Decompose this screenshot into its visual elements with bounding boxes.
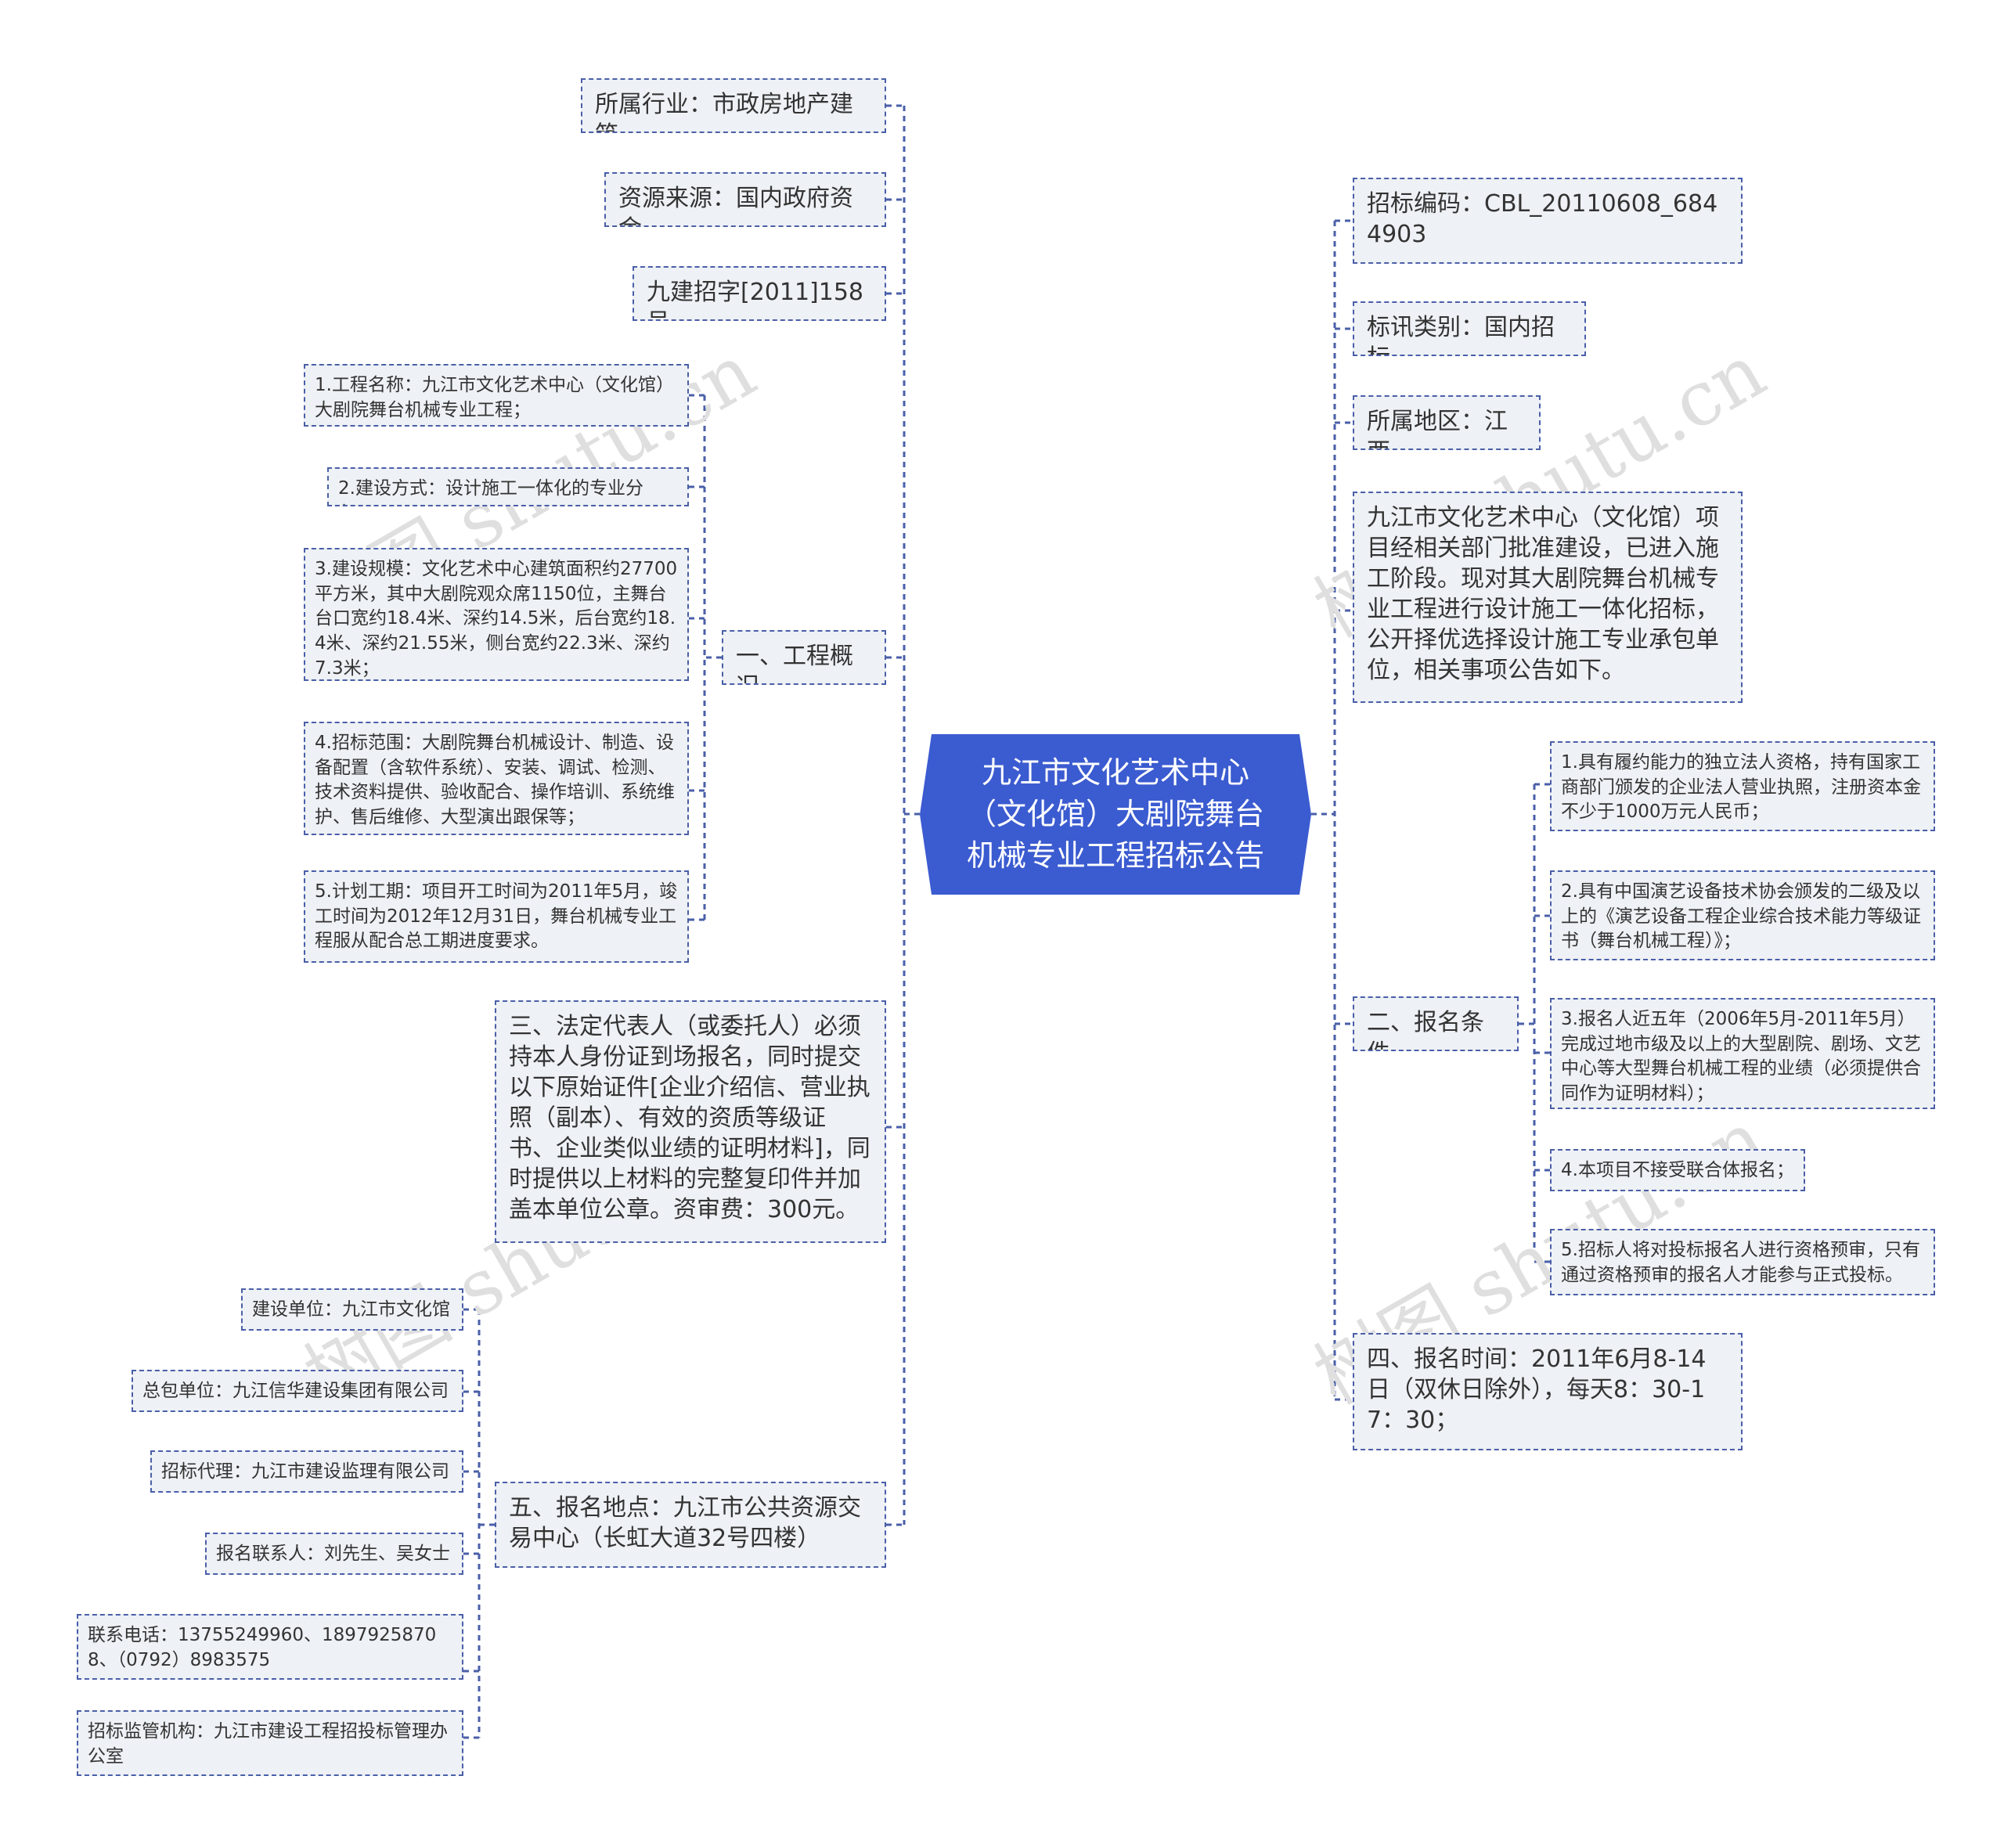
location-item[interactable]: 建设单位：九江市文化馆 (241, 1288, 463, 1331)
condition-item[interactable]: 3.报名人近五年（2006年5月-2011年5月）完成过地市级及以上的大型剧院、… (1550, 998, 1935, 1109)
connector-condition-items (1519, 783, 1550, 1263)
location-item[interactable]: 招标监管机构：九江市建设工程招投标管理办公室 (77, 1710, 463, 1776)
condition-item[interactable]: 5.招标人将对投标报名人进行资格预审，只有通过资格预审的报名人才能参与正式投标。 (1550, 1229, 1935, 1295)
overview-item[interactable]: 1.工程名称：九江市文化艺术中心（文化馆）大剧院舞台机械专业工程； (304, 364, 689, 427)
node-tender-code[interactable]: 招标编码：CBL_20110608_6844903 (1353, 178, 1743, 264)
condition-item[interactable]: 1.具有履约能力的独立法人资格，持有国家工商部门颁发的企业法人营业执照，注册资本… (1550, 741, 1935, 831)
node-category[interactable]: 标讯类别：国内招标 (1353, 301, 1586, 356)
overview-item[interactable]: 2.建设方式：设计施工一体化的专业分包； (327, 467, 689, 506)
node-registration-location[interactable]: 五、报名地点：九江市公共资源交易中心（长虹大道32号四楼） (495, 1482, 886, 1568)
overview-item[interactable]: 3.建设规模：文化艺术中心建筑面积约27700平方米，其中大剧院观众席1150位… (304, 548, 689, 681)
connector-overview-items (689, 394, 722, 921)
connector-left-branches (886, 104, 904, 1526)
condition-item[interactable]: 2.具有中国演艺设备技术协会颁发的二级及以上的《演艺设备工程企业综合技术能力等级… (1550, 870, 1935, 960)
connector-location-items (463, 1308, 495, 1739)
overview-item[interactable]: 5.计划工期：项目开工时间为2011年5月，竣工时间为2012年12月31日，舞… (304, 870, 689, 963)
node-industry[interactable]: 所属行业：市政房地产建筑 (581, 78, 886, 133)
location-item[interactable]: 招标代理：九江市建设监理有限公司 (150, 1450, 463, 1493)
node-overview[interactable]: 一、工程概况 (722, 630, 886, 685)
node-intro[interactable]: 九江市文化艺术中心（文化馆）项目经相关部门批准建设，已进入施工阶段。现对其大剧院… (1353, 492, 1743, 703)
location-item[interactable]: 总包单位：九江信华建设集团有限公司 (132, 1370, 463, 1412)
node-legal-representative[interactable]: 三、法定代表人（或委托人）必须持本人身份证到场报名，同时提交以下原始证件[企业介… (495, 1000, 886, 1243)
location-item[interactable]: 报名联系人：刘先生、吴女士 (205, 1533, 463, 1575)
node-region[interactable]: 所属地区：江西 (1353, 395, 1541, 450)
location-item[interactable]: 联系电话：13755249960、18979258708、（0792）89835… (77, 1614, 463, 1680)
condition-item[interactable]: 4.本项目不接受联合体报名； (1550, 1149, 1805, 1191)
central-topic[interactable]: 九江市文化艺术中心（文化馆）大剧院舞台机械专业工程招标公告 (920, 734, 1311, 895)
node-doc-number[interactable]: 九建招字[2011]158号 (633, 266, 886, 321)
node-funding[interactable]: 资源来源：国内政府资金 (604, 172, 886, 227)
connector-right-branches (1335, 219, 1353, 1401)
node-registration-conditions[interactable]: 二、报名条件 (1353, 996, 1519, 1051)
overview-item[interactable]: 4.招标范围：大剧院舞台机械设计、制造、设备配置（含软件系统）、安装、调试、检测… (304, 722, 689, 835)
node-registration-time[interactable]: 四、报名时间：2011年6月8-14日（双休日除外），每天8：30-17：30； (1353, 1333, 1743, 1450)
